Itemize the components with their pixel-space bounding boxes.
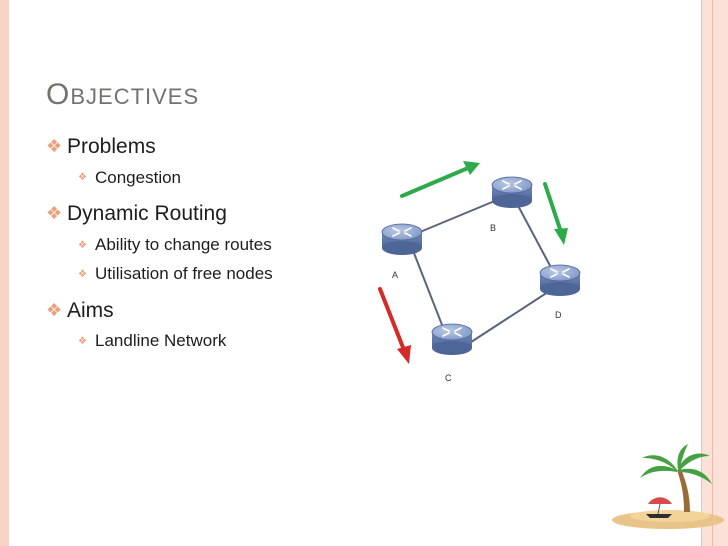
link-a-c [411,247,445,331]
green-arrow-top-icon [400,161,480,198]
green-arrow-right-icon [543,182,568,245]
router-node-a [381,223,423,255]
link-a-b [419,199,498,233]
bullet-utilisation-free-nodes: Utilisation of free nodes [95,264,273,283]
network-links [411,199,556,347]
node-label-c: C [445,373,452,383]
sub-bullet-glyph-icon: ❖ [78,336,87,347]
link-b-d [514,199,556,276]
bullet-problems: Problems [67,135,156,158]
router-node-d [539,264,581,296]
bullet-dynamic-routing: Dynamic Routing [67,202,227,225]
node-label-b: B [490,223,496,233]
bullet-glyph-icon: ❖ [46,300,63,320]
sub-bullet-glyph-icon: ❖ [78,172,87,183]
bullet-glyph-icon: ❖ [46,203,63,223]
slide-title: Objectives [46,78,199,112]
router-node-c [431,323,473,355]
bullet-glyph-icon: ❖ [46,136,63,156]
title-first-letter: O [46,78,71,111]
right-border-line [712,0,713,546]
link-c-d [464,291,549,347]
node-label-a: A [392,270,398,280]
router-node-b [491,176,533,208]
node-label-d: D [555,310,562,320]
bullet-aims: Aims [67,299,114,322]
sub-bullet-glyph-icon: ❖ [78,269,87,280]
red-arrow-left-icon [378,287,411,364]
bullet-congestion: Congestion [95,168,182,187]
bullet-ability-change-routes: Ability to change routes [95,235,272,254]
bullet-landline-network: Landline Network [95,331,227,350]
sub-bullet-glyph-icon: ❖ [78,240,87,251]
title-rest: bjectives [70,84,200,109]
left-border [0,0,9,546]
